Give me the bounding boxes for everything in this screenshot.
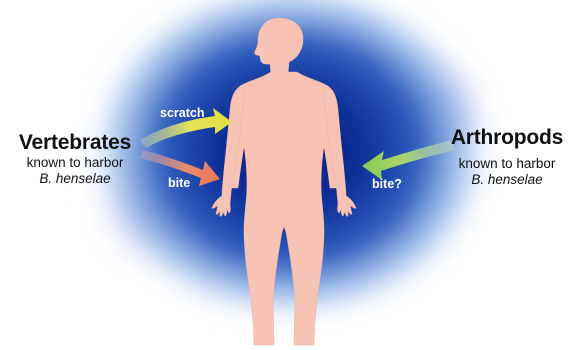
arthropods-line1: known to harbor xyxy=(438,156,576,172)
arthropods-species: B. henselae xyxy=(438,172,576,188)
arthropods-title: Arthropods xyxy=(438,126,576,150)
vertebrates-title: Vertebrates xyxy=(0,131,150,155)
vertebrates-species: B. henselae xyxy=(0,171,150,187)
scratch-caption: scratch xyxy=(160,106,204,120)
vertebrates-line1: known to harbor xyxy=(0,155,150,171)
vertebrates-label-group: Vertebrates known to harbor B. henselae xyxy=(0,131,150,186)
bite-caption: bite xyxy=(168,176,190,190)
bite-question-caption: bite? xyxy=(372,177,402,191)
arthropods-label-group: Arthropods known to harbor B. henselae xyxy=(438,126,576,187)
